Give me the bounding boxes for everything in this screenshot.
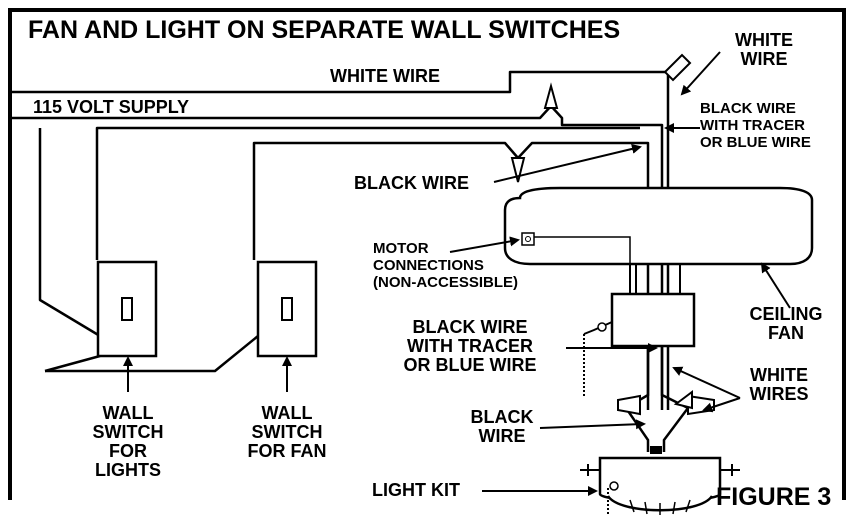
white-supply-wire (10, 70, 670, 410)
label-switch-fan: WALL SWITCH FOR FAN (232, 404, 342, 461)
label-line: LIGHTS (95, 460, 161, 480)
lower-wire-nuts (617, 390, 715, 416)
label-line: WALL (261, 403, 313, 423)
label-line: MOTOR (373, 240, 429, 257)
wire-nut-black (510, 157, 526, 183)
label-line: WHITE (735, 30, 793, 50)
label-line: OR BLUE WIRE (700, 134, 811, 151)
label-ceiling-fan: CEILING FAN (736, 305, 836, 343)
label-line: WIRES (749, 384, 809, 404)
label-line: OR BLUE WIRE (403, 355, 537, 375)
label-black-wire-top: BLACK WIRE (354, 173, 469, 193)
label-line: CONNECTIONS (373, 257, 484, 274)
wall-switch-lights (96, 260, 158, 358)
switch-link-wire-2 (44, 354, 101, 373)
label-line: WITH TRACER (407, 336, 533, 356)
label-line: BLACK WIRE (412, 317, 528, 337)
switch-housing (583, 292, 696, 398)
wire-nut-supply (543, 82, 559, 109)
label-supply: 115 VOLT SUPPLY (33, 97, 190, 117)
label-motor-connections: MOTOR CONNECTIONS (NON-ACCESSIBLE) (373, 240, 518, 291)
label-line: WALL (102, 403, 154, 423)
label-black-wire-bottom: BLACK WIRE (462, 408, 542, 446)
diagram-frame (8, 8, 846, 500)
label-line: BLACK WIRE (700, 100, 796, 117)
ceiling-fan-canopy (503, 186, 814, 266)
arrow-black-wire-bottom (539, 419, 646, 430)
label-line: FAN (768, 323, 804, 343)
label-white-wire-right: WHITE WIRE (724, 31, 804, 69)
label-line: WIRE (740, 49, 788, 69)
label-line: BLACK (470, 407, 534, 427)
arrow-white-wires-b (702, 397, 741, 413)
label-light-kit: LIGHT KIT (372, 480, 460, 500)
label-black-tracer-top: BLACK WIRE WITH TRACER OR BLUE WIRE (700, 100, 811, 151)
label-black-tracer-mid: BLACK WIRE WITH TRACER OR BLUE WIRE (380, 318, 560, 375)
light-kit (580, 456, 740, 515)
label-line: FOR (109, 441, 147, 461)
diagram-title: FAN AND LIGHT ON SEPARATE WALL SWITCHES (28, 16, 621, 44)
label-line: WIRE (478, 426, 526, 446)
arrow-motor (449, 236, 520, 253)
switch-link-wire (45, 335, 259, 373)
label-line: SWITCH (251, 422, 323, 442)
figure-number: FIGURE 3 (716, 483, 832, 511)
wire-nuts (510, 53, 692, 183)
black-supply-wire (10, 104, 664, 410)
label-line: FOR FAN (247, 441, 327, 461)
arrow-white-wire-right (680, 51, 721, 96)
label-line: WHITE (750, 365, 808, 385)
black-light-switch-wire (95, 126, 640, 260)
wall-switch-fan (256, 260, 318, 358)
label-line: CEILING (749, 304, 823, 324)
label-line: WITH TRACER (700, 117, 805, 134)
label-line: SWITCH (92, 422, 164, 442)
label-white-wire-top: WHITE WIRE (330, 66, 440, 86)
label-white-wires: WHITE WIRES (734, 366, 824, 404)
arrow-white-wires-a (672, 366, 741, 399)
arrow-ceiling-fan (760, 262, 791, 309)
wire-nut-top-right (663, 53, 692, 82)
label-line: (NON-ACCESSIBLE) (373, 274, 518, 291)
label-switch-lights: WALL SWITCH FOR LIGHTS (78, 404, 178, 480)
supply-drop-wire (38, 128, 101, 338)
arrow-black-wire-top (493, 144, 642, 183)
